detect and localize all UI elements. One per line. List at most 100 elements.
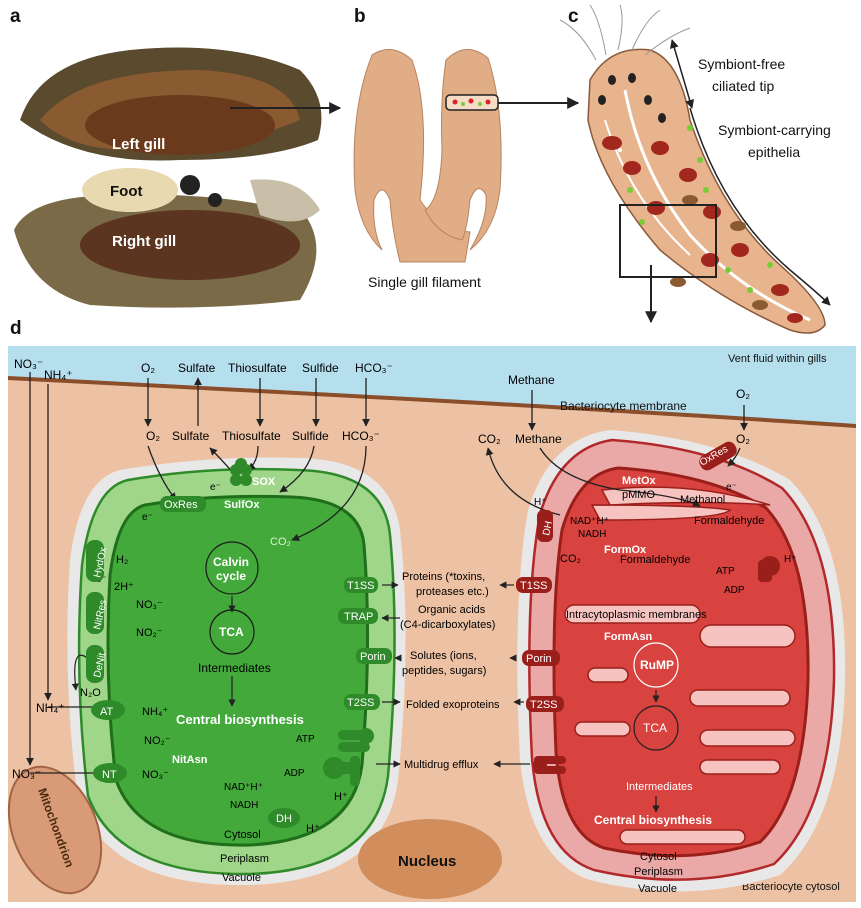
- efflux-pump-green: [338, 728, 374, 752]
- ext-o2-red-inner: O₂: [736, 432, 750, 446]
- at-label: AT: [100, 706, 114, 718]
- atp-green: ATP: [296, 734, 315, 745]
- calvin-label-2: cycle: [216, 569, 246, 583]
- dh-green-label: DH: [276, 813, 292, 825]
- folded-exoproteins-label: Folded exoproteins: [406, 699, 500, 711]
- nadh-green: NADH: [230, 800, 258, 811]
- intermediates-red: Intermediates: [626, 781, 693, 793]
- ext-o2-top: O₂: [141, 361, 155, 375]
- intermediates-green: Intermediates: [198, 661, 271, 675]
- oxres-label: OxRes: [164, 499, 198, 511]
- periplasm-green: Periplasm: [220, 853, 269, 865]
- ext-no3-bottom: NO₃⁻: [12, 767, 41, 781]
- ext-sulfide-inner: Sulfide: [292, 429, 329, 443]
- e-minus-2: e⁻: [142, 512, 153, 523]
- formasn-label: FormAsn: [604, 631, 653, 643]
- bacteriocyte-cytosol-label: Bacteriocyte cytosol: [742, 881, 840, 893]
- ext-thiosulfate-top: Thiosulfate: [228, 361, 287, 375]
- multidrug-efflux-label: Multidrug efflux: [404, 759, 479, 771]
- formaldehyde-label-1: Formaldehyde: [694, 515, 764, 527]
- periplasm-red: Periplasm: [634, 866, 683, 878]
- sox-label: SOX: [252, 476, 276, 488]
- co2-red-inner: CO₂: [560, 553, 581, 565]
- symbiont-carrying-label-2: epithelia: [748, 144, 800, 160]
- symbiont-carrying-label-1: Symbiont-carrying: [718, 122, 831, 138]
- central-biosynthesis-green: Central biosynthesis: [176, 712, 304, 727]
- nad-red: NAD⁺H⁺: [570, 516, 609, 527]
- cytosol-red: Cytosol: [640, 851, 677, 863]
- ext-nh4: NH₄⁺: [44, 368, 73, 382]
- hplus-red-2: H⁺: [784, 554, 797, 565]
- formaldehyde-label-2: Formaldehyde: [620, 554, 690, 566]
- ext-methane-inner: Methane: [515, 432, 562, 446]
- atp-red: ATP: [716, 566, 735, 577]
- co2-green: CO₂: [270, 536, 291, 548]
- single-gill-filament-caption: Single gill filament: [368, 274, 481, 290]
- hplus-green-2: H⁺: [334, 791, 348, 803]
- nadh-red: NADH: [578, 529, 606, 540]
- t2ss-red: T2SS: [530, 699, 558, 711]
- tca-label-red: TCA: [643, 721, 667, 735]
- hplus-red-1: H⁺: [534, 497, 547, 508]
- metox-label: MetOx: [622, 475, 657, 487]
- no3-green: NO₃⁻: [136, 599, 163, 611]
- calvin-label-1: Calvin: [213, 555, 249, 569]
- filament-detail: [560, 5, 825, 333]
- nh4-green: NH₄⁺: [142, 706, 168, 718]
- solutes-label-1: Solutes (ions,: [410, 650, 477, 662]
- ext-hco3-inner: HCO₃⁻: [342, 429, 380, 443]
- cytosol-green: Cytosol: [224, 829, 261, 841]
- panel-label-c: c: [568, 6, 579, 28]
- t2ss-green: T2SS: [347, 697, 375, 709]
- ext-no3: NO₃⁻: [14, 357, 43, 371]
- right-gill-label: Right gill: [112, 233, 176, 250]
- rump-label: RuMP: [640, 658, 674, 672]
- e-minus-1: e⁻: [210, 482, 221, 493]
- no3-green-b: NO₃⁻: [142, 769, 169, 781]
- ext-nh4-bottom: NH₄⁺: [36, 701, 65, 715]
- panel-label-d: d: [10, 318, 22, 340]
- ext-thiosulfate-inner: Thiosulfate: [222, 429, 281, 443]
- symbiont-free-label-1: Symbiont-free: [698, 56, 785, 72]
- no2-green-b: NO₂⁻: [144, 735, 171, 747]
- nucleus-label: Nucleus: [398, 853, 456, 870]
- bacteriocyte-membrane-label: Bacteriocyte membrane: [560, 399, 687, 413]
- t1ss-red: T1SS: [520, 580, 548, 592]
- sulfox-label: SulfOx: [224, 499, 260, 511]
- organic-acids-label-2: (C4-dicarboxylates): [400, 619, 495, 631]
- nt-label: NT: [102, 769, 117, 781]
- ext-sulfide-top: Sulfide: [302, 361, 339, 375]
- adp-red: ADP: [724, 585, 745, 596]
- ext-hco3-top: HCO₃⁻: [355, 361, 393, 375]
- vent-fluid-label: Vent fluid within gills: [728, 353, 827, 365]
- ext-methane-top: Methane: [508, 373, 555, 387]
- nitasn-label: NitAsn: [172, 754, 208, 766]
- clam-photo: [8, 22, 330, 312]
- ext-o2-red-top: O₂: [736, 387, 750, 401]
- porin-red: Porin: [526, 653, 552, 665]
- porin-green: Porin: [360, 651, 386, 663]
- n2o-label: N₂O: [80, 687, 101, 699]
- no2-green: NO₂⁻: [136, 627, 163, 639]
- left-gill-label: Left gill: [112, 136, 165, 153]
- foot-label: Foot: [110, 183, 142, 200]
- proteins-label-1: Proteins (*toxins,: [402, 571, 485, 583]
- trap-label: TRAP: [344, 611, 373, 623]
- h2-label: H₂: [116, 554, 128, 566]
- symbiont-free-label-2: ciliated tip: [712, 78, 774, 94]
- ext-o2-inner: O₂: [146, 429, 160, 443]
- vacuole-green: Vacuole: [222, 872, 261, 884]
- proteins-label-2: proteases etc.): [416, 586, 489, 598]
- t1ss-green: T1SS: [347, 580, 375, 592]
- ext-co2-red: CO₂: [478, 432, 501, 446]
- tca-label-green: TCA: [219, 625, 244, 639]
- icm-label: Intracytoplasmic membranes: [566, 609, 707, 621]
- gill-filament-shape: [354, 49, 501, 262]
- ext-sulfate-inner: Sulfate: [172, 429, 210, 443]
- panel-label-b: b: [354, 6, 366, 28]
- methanol-label: Methanol: [680, 494, 725, 506]
- 2h-label: 2H⁺: [114, 581, 134, 593]
- hplus-green-1: H⁺: [306, 823, 320, 835]
- adp-green: ADP: [284, 768, 305, 779]
- organic-acids-label-1: Organic acids: [418, 604, 486, 616]
